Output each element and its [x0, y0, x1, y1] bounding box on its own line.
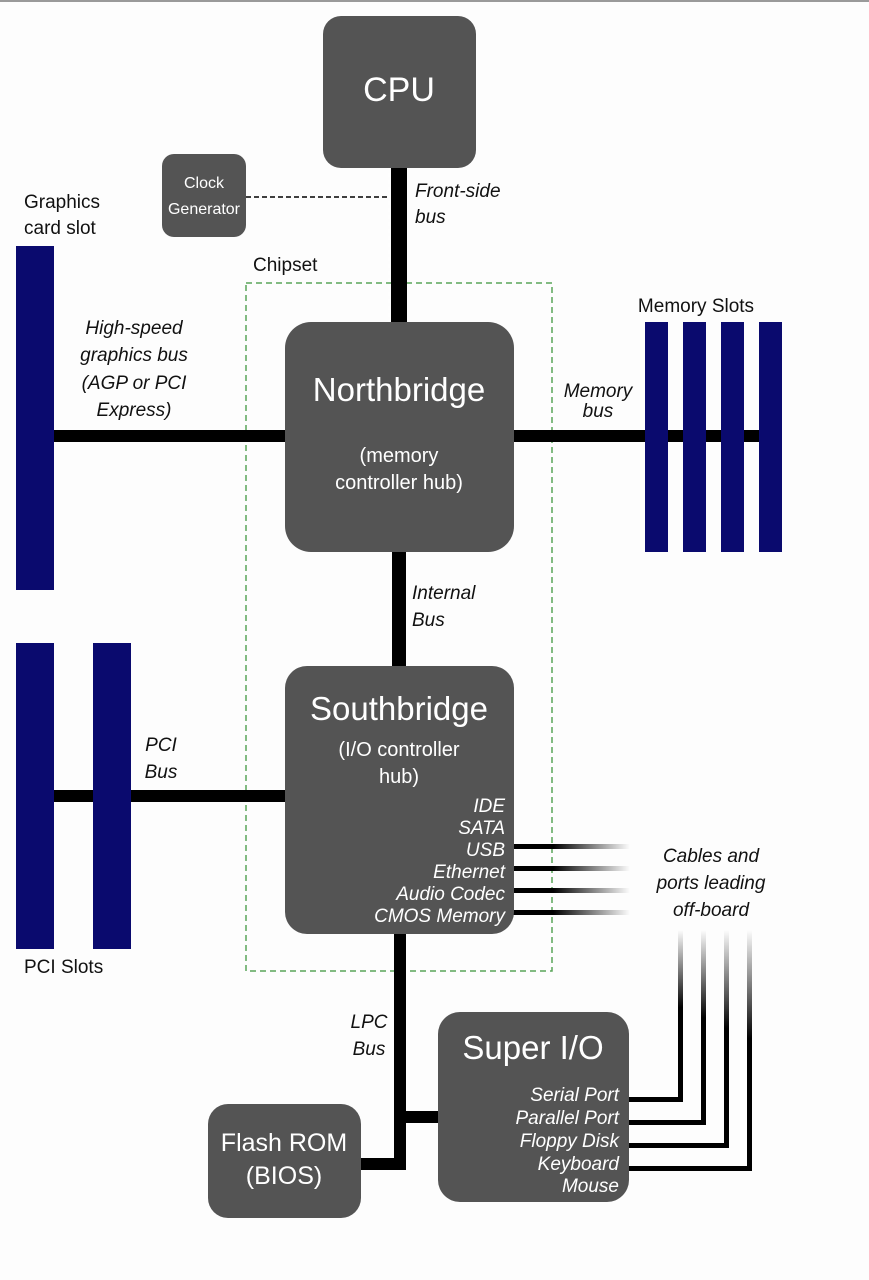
- northbridge-box: [285, 322, 514, 552]
- flash-rom-box: [208, 1104, 361, 1218]
- memory-bus-label-line2: bus: [583, 401, 614, 422]
- clock-generator-box: [162, 154, 246, 237]
- front-side-bus-label-line1: Front-side: [415, 181, 501, 202]
- northbridge-subtitle-line2: controller hub): [335, 472, 463, 494]
- flash-rom-label-line1: Flash ROM: [221, 1129, 347, 1157]
- southbridge-feature: SATA: [458, 818, 505, 839]
- cpu-label: CPU: [363, 71, 435, 109]
- southbridge-cable-lines: [512, 844, 630, 915]
- southbridge-box: [285, 666, 514, 934]
- front-side-bus-line: [391, 160, 407, 330]
- offboard-label-line2: ports leading: [656, 873, 766, 894]
- southbridge-feature: CMOS Memory: [374, 906, 506, 927]
- southbridge-feature: Ethernet: [433, 862, 506, 883]
- southbridge-subtitle-line2: hub): [379, 766, 419, 788]
- southbridge-feature: USB: [466, 840, 505, 861]
- memory-slot: [645, 322, 668, 552]
- cpu-box: [323, 16, 476, 168]
- offboard-label-line1: Cables and: [663, 846, 761, 867]
- internal-bus-label-line2: Bus: [412, 610, 445, 631]
- super-io-feature: Keyboard: [538, 1154, 621, 1175]
- southbridge-title: Southbridge: [310, 690, 488, 727]
- graphics-bus-line: [54, 430, 286, 442]
- southbridge-feature: IDE: [473, 796, 505, 817]
- pci-slot: [16, 643, 54, 949]
- super-io-feature: Floppy Disk: [520, 1131, 621, 1152]
- graphics-bus-label-line1: High-speed: [85, 318, 184, 339]
- pci-slot: [93, 643, 131, 949]
- super-io-title: Super I/O: [462, 1029, 603, 1066]
- southbridge-subtitle-line1: (I/O controller: [338, 739, 459, 761]
- super-io-feature: Serial Port: [530, 1085, 619, 1106]
- chipset-label: Chipset: [253, 255, 318, 276]
- top-border: [0, 0, 869, 2]
- graphics-card-slot: [16, 246, 54, 590]
- offboard-label-line3: off-board: [673, 900, 750, 921]
- northbridge-subtitle-line1: (memory: [360, 445, 439, 467]
- lpc-to-superio-line: [400, 1111, 440, 1123]
- pci-bus-label-line1: PCI: [145, 735, 177, 756]
- front-side-bus-label-line2: bus: [415, 207, 446, 228]
- pci-bus-line: [54, 790, 286, 802]
- superio-cable-lines: [626, 930, 752, 1171]
- super-io-feature: Parallel Port: [516, 1108, 620, 1129]
- pci-bus-label-line2: Bus: [145, 762, 178, 783]
- clock-generator-label-line1: Clock: [184, 175, 225, 192]
- internal-bus-line: [392, 550, 406, 668]
- super-io-box: [438, 1012, 629, 1202]
- graphics-bus-label-line4: Express): [97, 400, 172, 421]
- graphics-slot-label-line1: Graphics: [24, 192, 100, 213]
- flash-rom-label-line2: (BIOS): [246, 1162, 322, 1190]
- pci-slots: [16, 643, 131, 949]
- pci-slots-label: PCI Slots: [24, 957, 103, 978]
- graphics-bus-label-line2: graphics bus: [80, 345, 188, 366]
- lpc-to-flash-line: [358, 1158, 406, 1170]
- lpc-bus-label-line1: LPC: [351, 1012, 388, 1033]
- super-io-feature: Mouse: [562, 1176, 619, 1197]
- internal-bus-label-line1: Internal: [412, 583, 476, 604]
- lpc-bus-label-line2: Bus: [353, 1039, 386, 1060]
- memory-bus-label-line1: Memory: [564, 381, 634, 402]
- northbridge-title: Northbridge: [313, 371, 485, 408]
- southbridge-feature: Audio Codec: [395, 884, 505, 905]
- clock-generator-label-line2: Generator: [168, 201, 241, 218]
- memory-slot: [721, 322, 744, 552]
- memory-slots-label: Memory Slots: [638, 296, 754, 317]
- memory-slots: [645, 322, 782, 552]
- graphics-bus-label-line3: (AGP or PCI: [82, 373, 188, 394]
- southbridge-feature-list: IDE SATA USB Ethernet Audio Codec CMOS M…: [374, 796, 506, 927]
- super-io-feature-list: Serial Port Parallel Port Floppy Disk Ke…: [516, 1085, 621, 1197]
- memory-slot: [683, 322, 706, 552]
- graphics-slot-label-line2: card slot: [24, 218, 97, 239]
- memory-slot: [759, 322, 782, 552]
- lpc-bus-line: [394, 932, 406, 1166]
